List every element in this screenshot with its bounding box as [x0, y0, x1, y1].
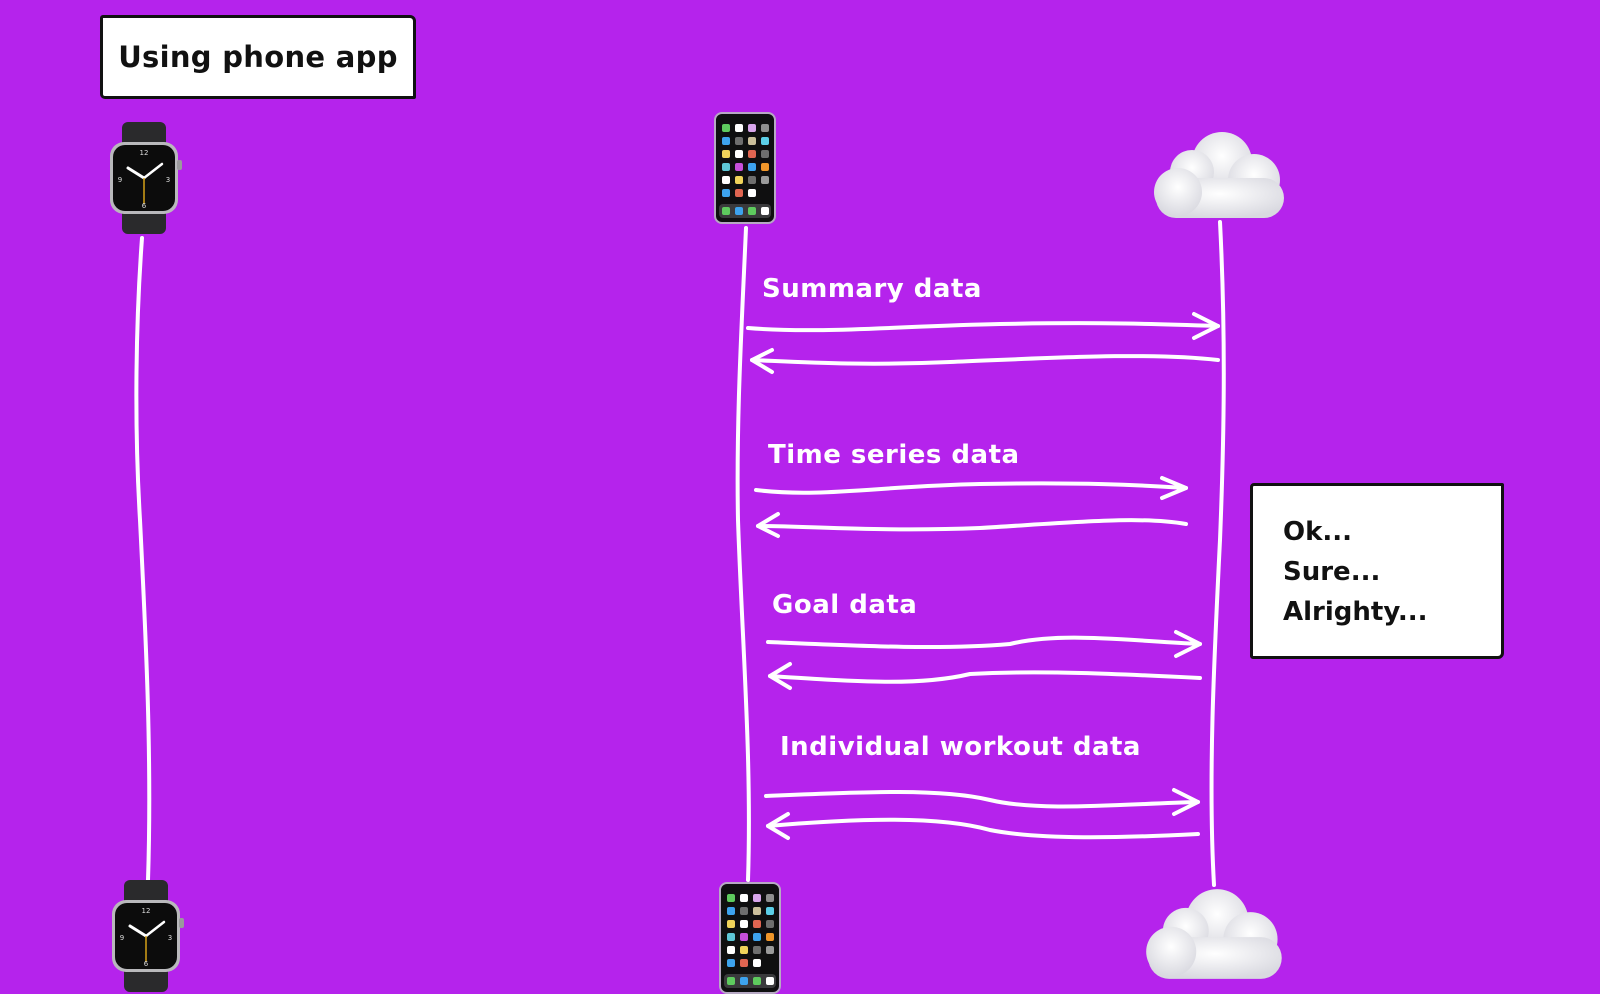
phone-icon [719, 882, 781, 994]
phone-icon [714, 112, 776, 224]
svg-text:12: 12 [142, 907, 151, 915]
note-box: Ok... Sure... Alrighty... [1250, 483, 1504, 659]
goal-request-arrow [766, 635, 1202, 650]
svg-text:3: 3 [168, 934, 172, 942]
message-label-timeseries: Time series data [768, 440, 1020, 470]
timeseries-response-arrow [756, 518, 1188, 532]
svg-text:9: 9 [120, 934, 124, 942]
watch-icon: 12 3 9 6 [110, 122, 182, 234]
cloud-icon [1146, 889, 1282, 979]
summary-request-arrow [746, 321, 1220, 333]
note-line: Ok... [1283, 517, 1353, 547]
note-line: Alrighty... [1283, 597, 1428, 627]
timeseries-request-arrow [754, 481, 1188, 495]
workout-response-arrow [766, 817, 1200, 840]
svg-text:6: 6 [142, 202, 147, 210]
phone-lifeline [735, 226, 751, 882]
svg-text:3: 3 [166, 176, 170, 184]
cloud-lifeline [1209, 220, 1226, 887]
cloud-icon [1154, 132, 1284, 218]
svg-text:6: 6 [144, 960, 149, 968]
workout-request-arrow [764, 790, 1200, 809]
message-label-summary: Summary data [762, 274, 982, 304]
message-label-goal: Goal data [772, 590, 918, 620]
svg-text:9: 9 [118, 176, 122, 184]
watch-icon: 12 3 9 6 [112, 880, 184, 992]
diagram-title: Using phone app [100, 15, 416, 99]
svg-text:12: 12 [140, 149, 149, 157]
note-line: Sure... [1283, 557, 1381, 587]
message-label-workout: Individual workout data [780, 732, 1141, 762]
watch-lifeline [134, 236, 152, 882]
goal-response-arrow [768, 670, 1202, 684]
summary-response-arrow [750, 354, 1220, 366]
